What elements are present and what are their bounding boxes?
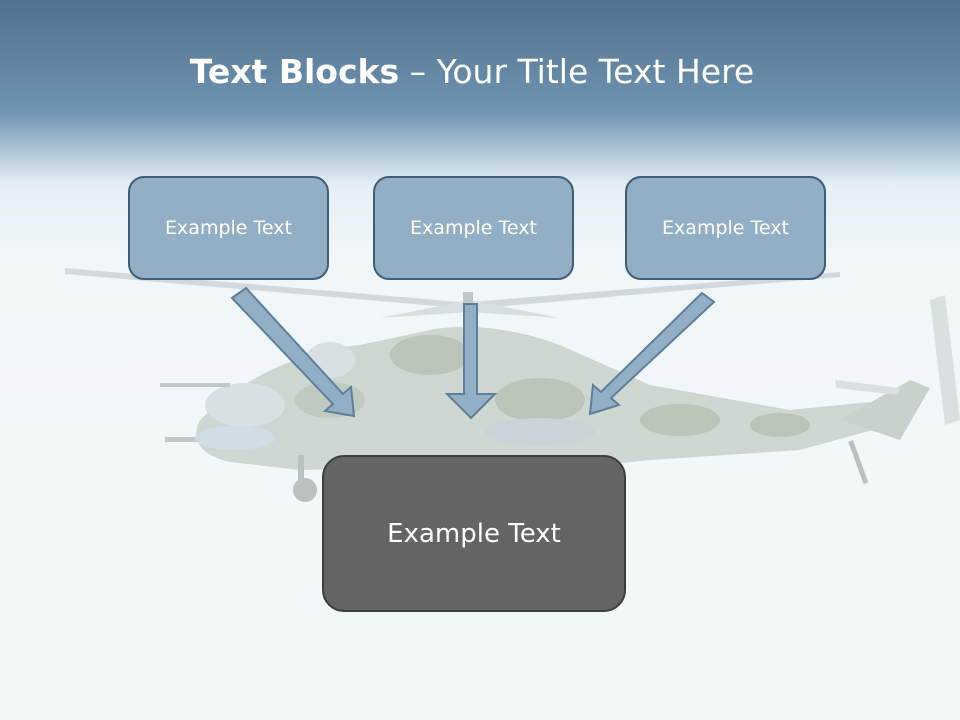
title-rest: – Your Title Text Here	[399, 52, 755, 91]
arrow-right	[588, 291, 716, 416]
text-block-1[interactable]: Example Text	[128, 176, 329, 280]
center-text-block[interactable]: Example Text	[322, 455, 626, 612]
title-bold: Text Blocks	[189, 52, 400, 91]
text-block-3[interactable]: Example Text	[625, 176, 826, 280]
text-block-2-label: Example Text	[410, 217, 537, 239]
text-block-3-label: Example Text	[662, 217, 789, 239]
arrow-left	[230, 286, 356, 418]
arrow-center	[444, 303, 498, 420]
text-block-1-label: Example Text	[165, 217, 292, 239]
text-block-2[interactable]: Example Text	[373, 176, 574, 280]
slide-title: Text Blocks – Your Title Text Here	[0, 52, 944, 91]
center-text-block-label: Example Text	[387, 518, 561, 549]
